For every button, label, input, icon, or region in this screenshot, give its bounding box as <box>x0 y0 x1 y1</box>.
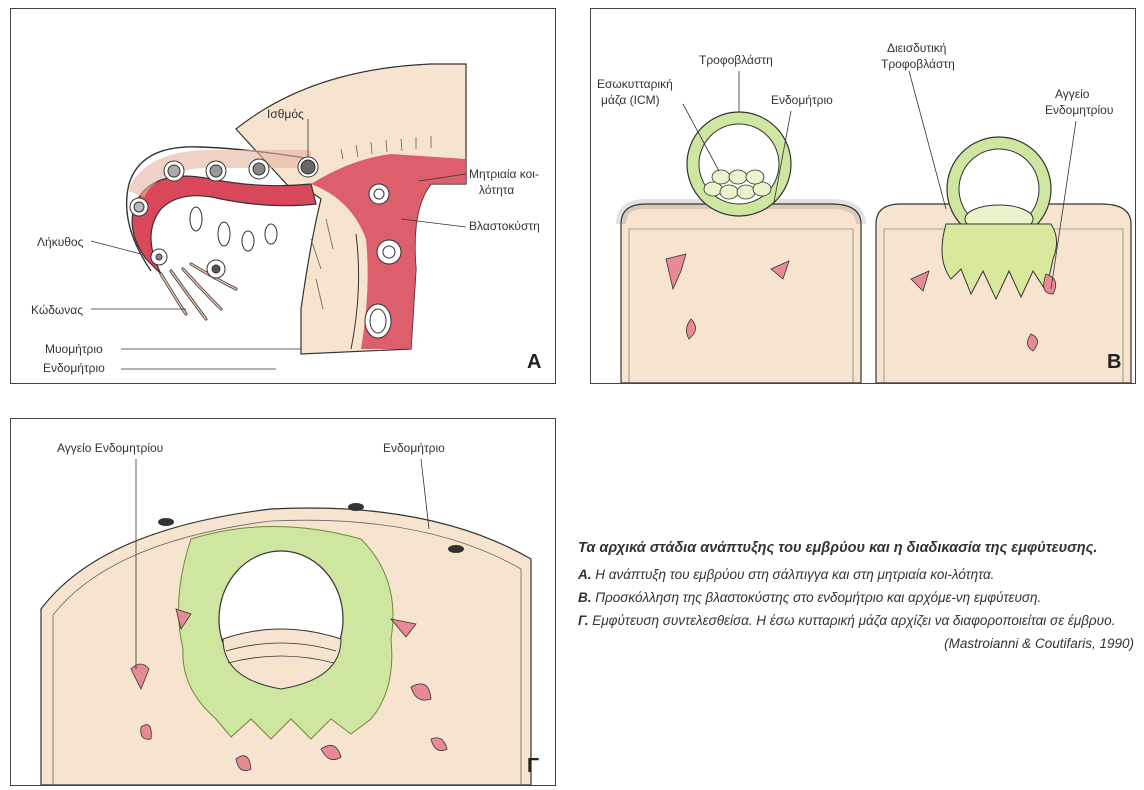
caption-item-b-key: Β. <box>578 590 592 605</box>
label-isthmus: Ισθμός <box>267 107 304 121</box>
label-endometrium-b: Ενδομήτριο <box>771 93 833 107</box>
label-uterine-cavity-1: Μητριαία κοι- <box>469 167 539 181</box>
caption-source: (Mastroianni & Coutifaris, 1990) <box>578 636 1138 651</box>
caption-item-c-text: Εμφύτευση συντελεσθείσα. Η έσω κυτταρική… <box>592 613 1115 628</box>
caption-title: Τα αρχικά στάδια ανάπτυξης του εμβρύου κ… <box>578 538 1138 559</box>
label-trophoblast: Τροφοβλάστη <box>699 53 773 67</box>
label-endometrium-c: Ενδομήτριο <box>383 441 445 455</box>
caption-item-a-key: Α. <box>578 567 592 582</box>
figure-caption: Τα αρχικά στάδια ανάπτυξης του εμβρύου κ… <box>578 538 1138 651</box>
panel-c-illustration <box>11 419 555 785</box>
label-blastocyst: Βλαστοκύστη <box>469 219 540 233</box>
caption-item-b: Β. Προσκόλληση της βλαστοκύστης στο ενδο… <box>578 588 1138 607</box>
caption-item-a: Α. Η ανάπτυξη του εμβρύου στη σάλπιγγα κ… <box>578 565 1138 584</box>
panel-c: Αγγείο Ενδομητρίου Ενδομήτριο Γ <box>10 418 556 786</box>
label-infundibulum: Κώδωνας <box>31 303 83 317</box>
panel-a: Ισθμός Μητριαία κοι- λότητα Βλαστοκύστη … <box>10 8 556 384</box>
caption-list: Α. Η ανάπτυξη του εμβρύου στη σάλπιγγα κ… <box>578 565 1138 630</box>
caption-item-b-text: Προσκόλληση της βλαστοκύστης στο ενδομήτ… <box>595 590 1041 605</box>
caption-item-a-text: Η ανάπτυξη του εμβρύου στη σάλπιγγα και … <box>595 567 994 582</box>
label-endometrium: Ενδομήτριο <box>43 361 105 375</box>
label-vessel-b-1: Αγγείο <box>1055 87 1089 101</box>
label-vessel-b-2: Ενδομητρίου <box>1045 103 1113 117</box>
panel-letter-b: B <box>1107 351 1121 374</box>
label-invasive-2: Τροφοβλάστη <box>881 57 955 71</box>
panel-b-illustration <box>591 9 1135 383</box>
panel-a-illustration <box>11 9 555 383</box>
label-vessel-c: Αγγείο Ενδομητρίου <box>57 441 163 455</box>
panel-b: Τροφοβλάστη Εσωκυτταρική μάζα (ICM) Ενδο… <box>590 8 1136 384</box>
label-icm-1: Εσωκυτταρική <box>597 77 673 91</box>
label-icm-2: μάζα (ICM) <box>601 93 660 107</box>
endometrium-left <box>621 204 861 383</box>
label-invasive-1: Διεισδυτική <box>887 41 946 55</box>
panel-letter-c: Γ <box>527 755 539 778</box>
caption-item-c: Γ. Εμφύτευση συντελεσθείσα. Η έσω κυτταρ… <box>578 611 1138 630</box>
panel-letter-a: A <box>527 351 541 374</box>
label-ampulla: Λήκυθος <box>37 235 83 249</box>
label-myometrium: Μυομήτριο <box>45 342 103 356</box>
caption-item-c-key: Γ. <box>578 613 589 628</box>
label-uterine-cavity-2: λότητα <box>479 183 514 197</box>
